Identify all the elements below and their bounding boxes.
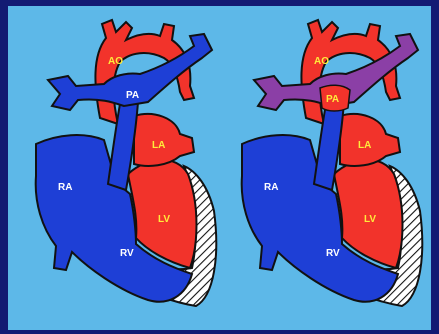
label-rv-right: RV: [326, 248, 340, 259]
label-pa-left: PA: [126, 90, 139, 101]
label-ra-left: RA: [58, 182, 72, 193]
heart-diagrams: AO PA LA RA LV RV AO PA: [8, 6, 431, 330]
label-la-left: LA: [152, 140, 165, 151]
label-la-right: LA: [358, 140, 371, 151]
slide-panel: AO PA LA RA LV RV AO PA: [8, 6, 431, 330]
heart-diagram-left: AO PA LA RA LV RV: [36, 20, 217, 306]
label-pa-right: PA: [326, 94, 339, 105]
label-ra-right: RA: [264, 182, 278, 193]
label-rv-left: RV: [120, 248, 134, 259]
label-lv-left: LV: [158, 214, 170, 225]
heart-diagram-right: AO PA LA RA LV RV: [242, 20, 423, 306]
label-lv-right: LV: [364, 214, 376, 225]
label-ao-left: AO: [108, 56, 123, 67]
label-ao-right: AO: [314, 56, 329, 67]
